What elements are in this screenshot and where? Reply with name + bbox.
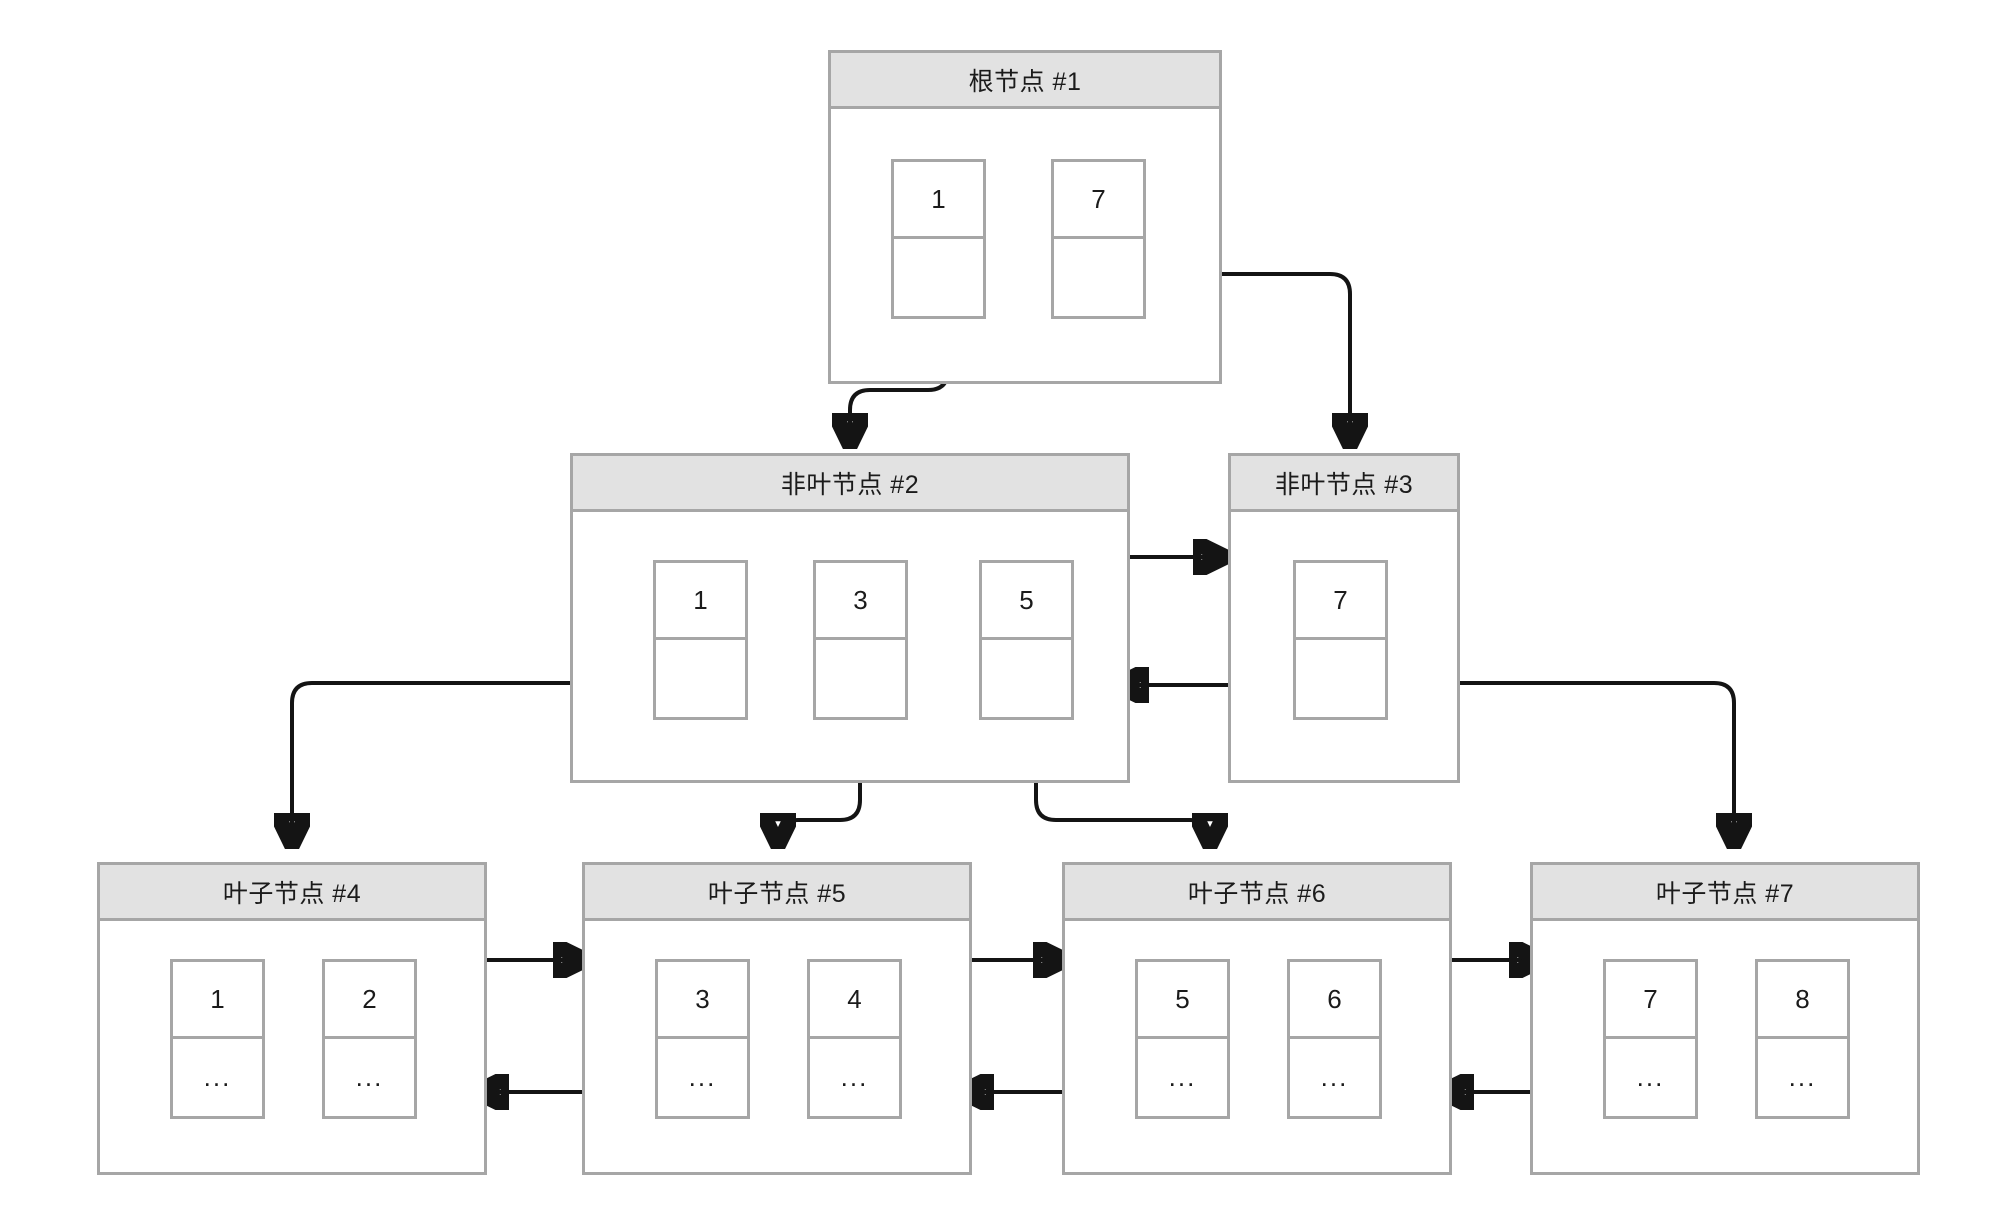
node-leaf5-body: 3 ... 4 ... — [585, 921, 969, 1172]
cell-leaf7-1-pointer: ... — [1788, 1062, 1817, 1092]
cell-leaf5-1-pointer: ... — [840, 1062, 869, 1092]
cell-internal2-0[interactable]: 1 — [653, 560, 748, 720]
node-internal3[interactable]: 非叶节点 #3 7 — [1228, 453, 1460, 783]
cell-leaf5-1-key: 4 — [810, 962, 899, 1039]
node-leaf6-body: 5 ... 6 ... — [1065, 921, 1449, 1172]
node-internal3-body: 7 — [1231, 512, 1457, 780]
cell-internal2-0-key: 1 — [656, 563, 745, 640]
node-root-header: 根节点 #1 — [831, 53, 1219, 109]
cell-internal2-0-pointer — [656, 640, 745, 717]
cell-leaf7-1-key: 8 — [1758, 962, 1847, 1039]
node-leaf6-label: 叶子节点 #6 — [1187, 879, 1327, 908]
cell-internal3-0[interactable]: 7 — [1293, 560, 1388, 720]
cell-root-1-key: 7 — [1054, 162, 1143, 239]
cell-leaf7-0[interactable]: 7 ... — [1603, 959, 1698, 1119]
cell-leaf7-0-key: 7 — [1606, 962, 1695, 1039]
cell-internal3-0-key: 7 — [1296, 563, 1385, 640]
cell-root-0-pointer — [894, 239, 983, 316]
node-internal2-body: 1 3 5 — [573, 512, 1127, 780]
cell-leaf7-1[interactable]: 8 ... — [1755, 959, 1850, 1119]
node-leaf5-label: 叶子节点 #5 — [707, 879, 847, 908]
node-internal2-label: 非叶节点 #2 — [780, 470, 920, 499]
cell-root-1[interactable]: 7 — [1051, 159, 1146, 319]
cell-leaf4-0[interactable]: 1 ... — [170, 959, 265, 1119]
node-root[interactable]: 根节点 #1 1 7 — [828, 50, 1222, 384]
node-root-label: 根节点 #1 — [968, 67, 1082, 96]
cell-root-0-key: 1 — [894, 162, 983, 239]
cell-leaf5-0-key: 3 — [658, 962, 747, 1039]
node-leaf4[interactable]: 叶子节点 #4 1 ... 2 ... — [97, 862, 487, 1175]
cell-leaf6-0-key: 5 — [1138, 962, 1227, 1039]
cell-leaf4-0-key: 1 — [173, 962, 262, 1039]
node-leaf4-header: 叶子节点 #4 — [100, 865, 484, 921]
cell-leaf7-0-pointer: ... — [1636, 1062, 1665, 1092]
cell-internal2-1-pointer — [816, 640, 905, 717]
node-leaf7[interactable]: 叶子节点 #7 7 ... 8 ... — [1530, 862, 1920, 1175]
cell-leaf4-1-pointer: ... — [355, 1062, 384, 1092]
cell-leaf6-0-pointer: ... — [1168, 1062, 1197, 1092]
cell-leaf6-1[interactable]: 6 ... — [1287, 959, 1382, 1119]
node-internal3-label: 非叶节点 #3 — [1274, 470, 1414, 499]
cell-leaf4-1[interactable]: 2 ... — [322, 959, 417, 1119]
cell-internal2-1[interactable]: 3 — [813, 560, 908, 720]
cell-leaf6-1-pointer: ... — [1320, 1062, 1349, 1092]
cell-leaf5-0-pointer: ... — [688, 1062, 717, 1092]
node-internal2-header: 非叶节点 #2 — [573, 456, 1127, 512]
node-internal3-header: 非叶节点 #3 — [1231, 456, 1457, 512]
cell-internal2-2[interactable]: 5 — [979, 560, 1074, 720]
node-leaf4-label: 叶子节点 #4 — [222, 879, 362, 908]
cell-internal2-2-pointer — [982, 640, 1071, 717]
cell-root-1-pointer — [1054, 239, 1143, 316]
cell-leaf4-1-key: 2 — [325, 962, 414, 1039]
cell-leaf6-1-key: 6 — [1290, 962, 1379, 1039]
cell-internal2-1-key: 3 — [816, 563, 905, 640]
node-leaf7-body: 7 ... 8 ... — [1533, 921, 1917, 1172]
cell-leaf5-1[interactable]: 4 ... — [807, 959, 902, 1119]
node-leaf4-body: 1 ... 2 ... — [100, 921, 484, 1172]
node-leaf6-header: 叶子节点 #6 — [1065, 865, 1449, 921]
node-leaf6[interactable]: 叶子节点 #6 5 ... 6 ... — [1062, 862, 1452, 1175]
cell-leaf6-0[interactable]: 5 ... — [1135, 959, 1230, 1119]
cell-internal3-0-pointer — [1296, 640, 1385, 717]
node-root-body: 1 7 — [831, 109, 1219, 381]
cell-leaf4-0-pointer: ... — [203, 1062, 232, 1092]
cell-root-0[interactable]: 1 — [891, 159, 986, 319]
node-leaf5[interactable]: 叶子节点 #5 3 ... 4 ... — [582, 862, 972, 1175]
cell-leaf5-0[interactable]: 3 ... — [655, 959, 750, 1119]
cell-internal2-2-key: 5 — [982, 563, 1071, 640]
node-leaf7-header: 叶子节点 #7 — [1533, 865, 1917, 921]
node-leaf5-header: 叶子节点 #5 — [585, 865, 969, 921]
node-leaf7-label: 叶子节点 #7 — [1655, 879, 1795, 908]
node-internal2[interactable]: 非叶节点 #2 1 3 5 — [570, 453, 1130, 783]
